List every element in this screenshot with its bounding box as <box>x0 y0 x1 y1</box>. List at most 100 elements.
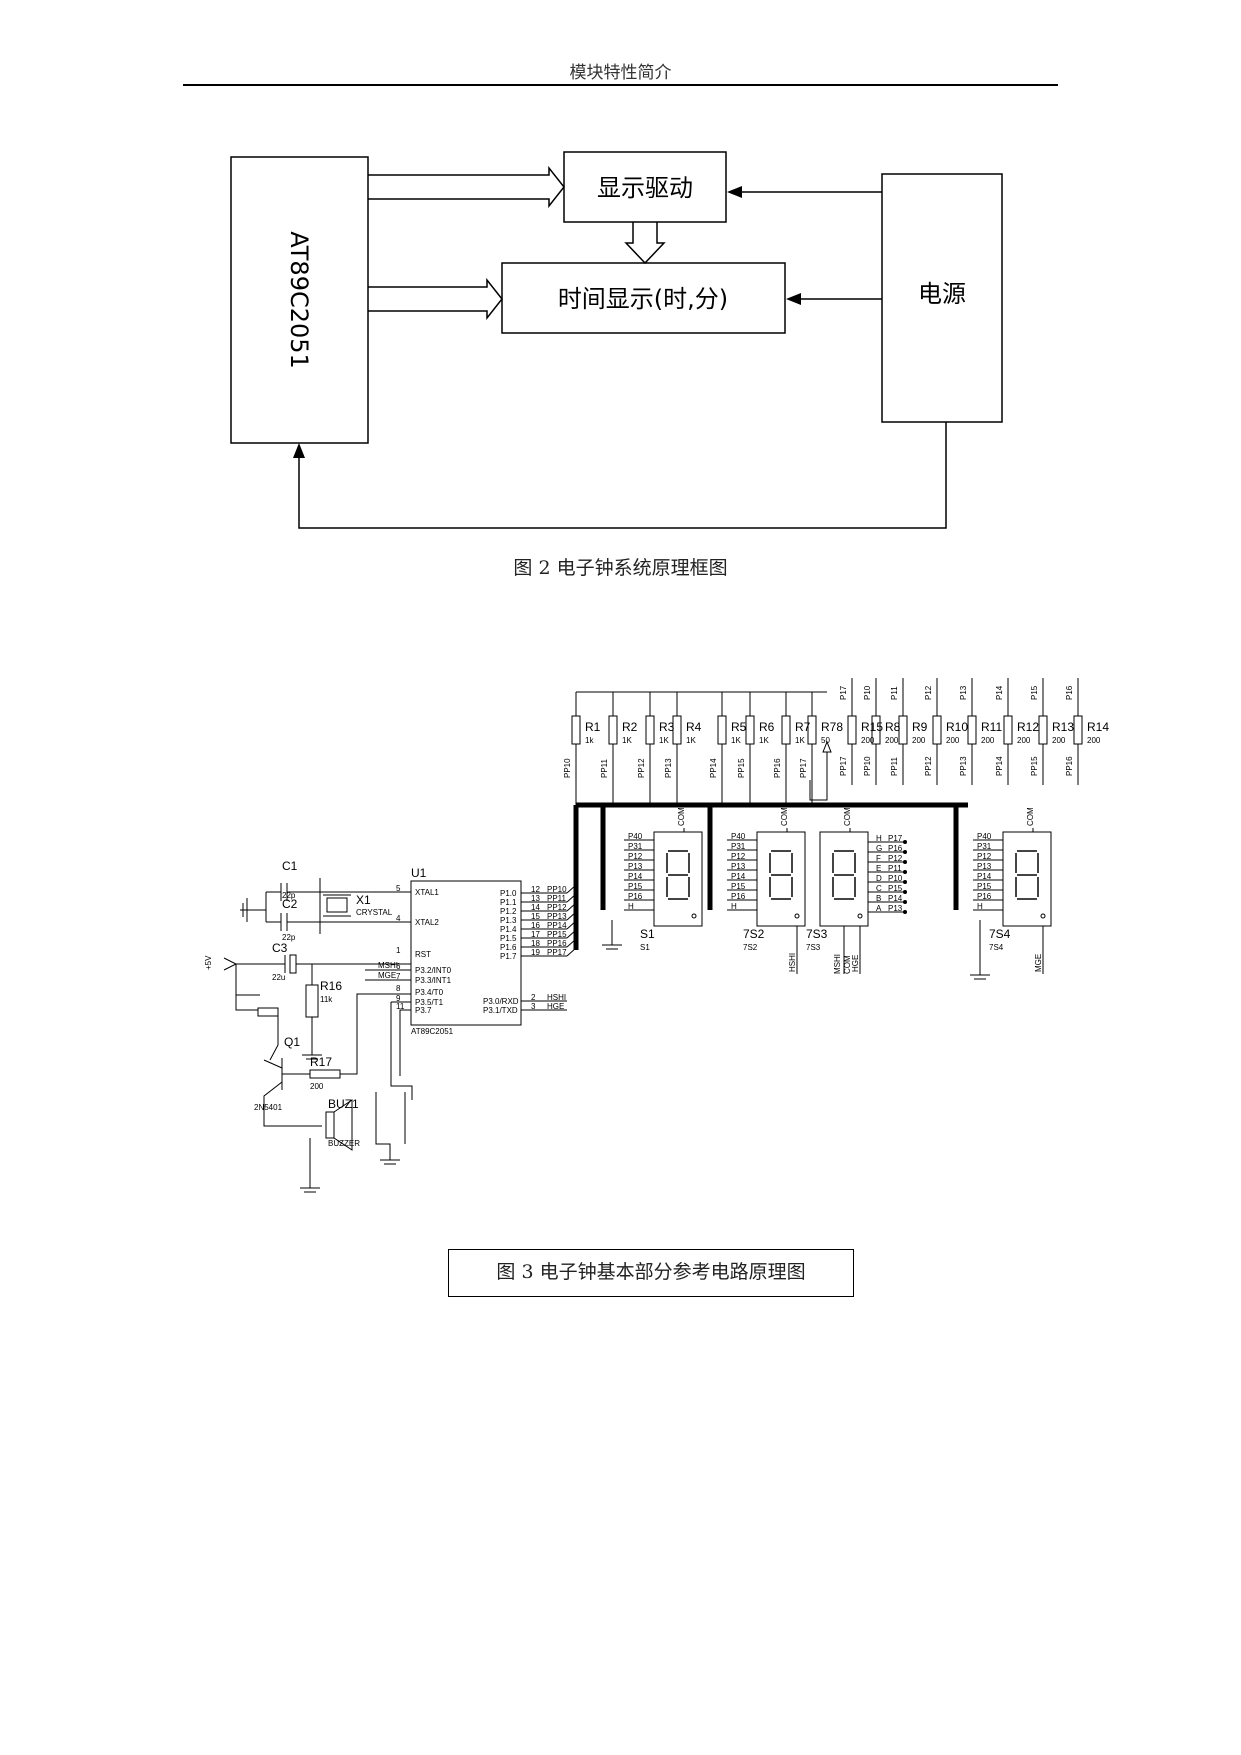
net-dot <box>903 850 907 854</box>
arrowhead-driver <box>727 186 742 198</box>
segment-label: H <box>731 902 737 911</box>
c2-ref: C2 <box>282 897 298 911</box>
resistor-body <box>781 715 791 745</box>
bus-tap <box>566 902 577 912</box>
net-dot <box>903 870 907 874</box>
segment-label: P14 <box>731 872 746 881</box>
mcu-pin-name: P3.4/T0 <box>415 988 444 997</box>
segment-letter: H <box>876 834 882 843</box>
resistor-value: 1K <box>759 736 769 745</box>
mcu-pin-number: 16 <box>531 921 540 930</box>
resistor-body <box>1073 715 1083 745</box>
segment-label: P15 <box>977 882 992 891</box>
resistor-value: 1K <box>795 736 805 745</box>
mcu-pin-net: PP14 <box>547 921 567 930</box>
resistor-ref: R9 <box>912 720 928 734</box>
display-ref: 7S4 <box>989 927 1011 941</box>
x1-val: CRYSTAL <box>356 908 393 917</box>
segment-label: P15 <box>628 882 643 891</box>
resistor-net: PP14 <box>709 758 718 778</box>
mcu-pin-number: 9 <box>396 994 401 1003</box>
net-dot <box>903 900 907 904</box>
mcu-pin-number: 17 <box>531 930 540 939</box>
segment-label: P16 <box>977 892 992 901</box>
mcu-pin-net: PP11 <box>547 894 567 903</box>
display-com: COM <box>1026 807 1035 826</box>
seven-seg-display <box>819 831 869 927</box>
resistor-body <box>717 715 727 745</box>
resistor-net: PP15 <box>737 758 746 778</box>
mcu-pin-number: 15 <box>531 912 540 921</box>
mcu-pin-name: P3.7 <box>415 1006 432 1015</box>
resistor-net-bottom: PP17 <box>839 756 848 776</box>
mcu-pin-number: 3 <box>531 1002 536 1011</box>
mcu-pin-name: P1.2 <box>500 907 517 916</box>
resistor-net-bottom: PP14 <box>995 756 1004 776</box>
display-sub: S1 <box>640 943 650 952</box>
segment-label: P12 <box>628 852 643 861</box>
segment-label: P31 <box>977 842 992 851</box>
resistor-value: 200 <box>1017 736 1031 745</box>
bus-arrow-to-driver <box>368 165 565 209</box>
resistor-value: 200 <box>1052 736 1066 745</box>
decimal-point <box>1040 913 1046 919</box>
segment-label: P13 <box>731 862 746 871</box>
net-dot <box>903 840 907 844</box>
display-com: COM <box>843 807 852 826</box>
resistor-net-top: P17 <box>839 685 848 700</box>
resistor-value: 50 <box>821 736 830 745</box>
display-sub: 7S2 <box>743 943 758 952</box>
resistor-net: PP16 <box>773 758 782 778</box>
segment-letter: B <box>876 894 881 903</box>
bus-tap <box>566 893 577 903</box>
resistor-ref: R10 <box>946 720 968 734</box>
resistor-net-bottom: PP13 <box>959 756 968 776</box>
mcu-pin-number: 1 <box>396 946 401 955</box>
resistor-value: 200 <box>946 736 960 745</box>
display-ref: S1 <box>640 927 655 941</box>
resistor-net-top: P12 <box>924 685 933 700</box>
q1-ref: Q1 <box>284 1035 300 1049</box>
figure3-caption-box: 图 3 电子钟基本部分参考电路原理图 <box>448 1249 854 1297</box>
x1-ref: X1 <box>356 893 371 907</box>
net-dot <box>903 860 907 864</box>
resistor-net-bottom: PP10 <box>863 756 872 776</box>
bus-arrow-driver-down <box>624 222 666 265</box>
mcu-pin-number: 14 <box>531 903 540 912</box>
display-ref: 7S2 <box>743 927 765 941</box>
mcu-pin-number: 2 <box>531 993 536 1002</box>
segment-net: P16 <box>888 844 903 853</box>
segment-label: P40 <box>731 832 746 841</box>
mshi-net: MSHI <box>833 954 842 974</box>
mcu-pin-number: 19 <box>531 948 540 957</box>
page-header-title: 模块特性简介 <box>569 63 672 83</box>
mcu-pin-net: PP13 <box>547 912 567 921</box>
resistor-value: 200 <box>861 736 875 745</box>
segment-label: P13 <box>628 862 643 871</box>
display-net: HSHI <box>788 953 797 972</box>
segment-label: P31 <box>731 842 746 851</box>
buzzer-ref: BUZ1 <box>328 1097 359 1111</box>
c2-val: 22p <box>282 933 296 942</box>
resistor-body <box>571 715 581 745</box>
resistor-ref: R11 <box>981 720 1002 734</box>
display-com: COM <box>677 807 686 826</box>
resistor-net-bottom: PP15 <box>1030 756 1039 776</box>
segment-letter: A <box>876 904 882 913</box>
decimal-point <box>691 913 697 919</box>
mcu-pin-name: P3.2/INT0 <box>415 966 452 975</box>
segment-label: P40 <box>628 832 643 841</box>
bus-tap <box>566 911 577 921</box>
display-net: MGE <box>1034 954 1043 972</box>
seven-seg-digit <box>769 850 793 900</box>
resistor-value: 1K <box>622 736 632 745</box>
segment-label: P14 <box>977 872 992 881</box>
seven-seg-digit <box>666 850 690 900</box>
segment-label: P14 <box>628 872 643 881</box>
time-display-label: 时间显示(时,分) <box>558 285 728 313</box>
mcu-label: AT89C2051 <box>285 231 313 369</box>
mcu-pin-net: HGE <box>547 1002 564 1011</box>
mcu-pin-net: PP12 <box>547 903 567 912</box>
resistor-ref: R3 <box>659 720 675 734</box>
